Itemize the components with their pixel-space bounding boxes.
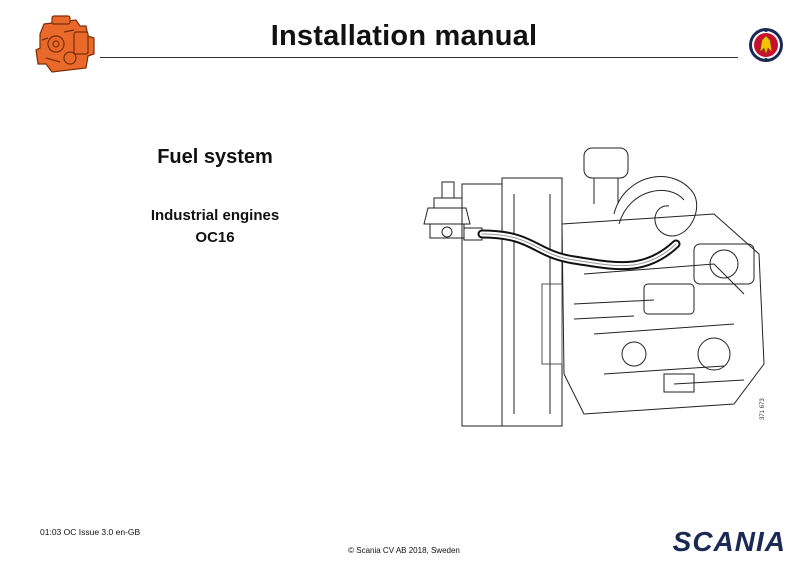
subtitle-engine-type: Industrial engines — [150, 207, 280, 224]
header-divider — [100, 57, 738, 58]
subtitle-engine-model: OC16 — [195, 229, 235, 246]
document-subtitle: Industrial engines OC16 — [80, 205, 350, 249]
scania-wordmark-logo: SCANIA — [672, 526, 786, 557]
copyright-notice: © Scania CV AB 2018, Sweden — [348, 546, 460, 555]
document-title: Fuel system — [157, 146, 273, 168]
scania-griffin-badge-icon — [749, 28, 783, 62]
figure-number: 371 673 — [760, 398, 766, 420]
engine-logo-icon — [35, 15, 95, 73]
engine-illustration — [423, 147, 765, 427]
document-id: 01:03 OC Issue 3.0 en-GB — [40, 527, 141, 537]
page-title: Installation manual — [270, 20, 538, 52]
